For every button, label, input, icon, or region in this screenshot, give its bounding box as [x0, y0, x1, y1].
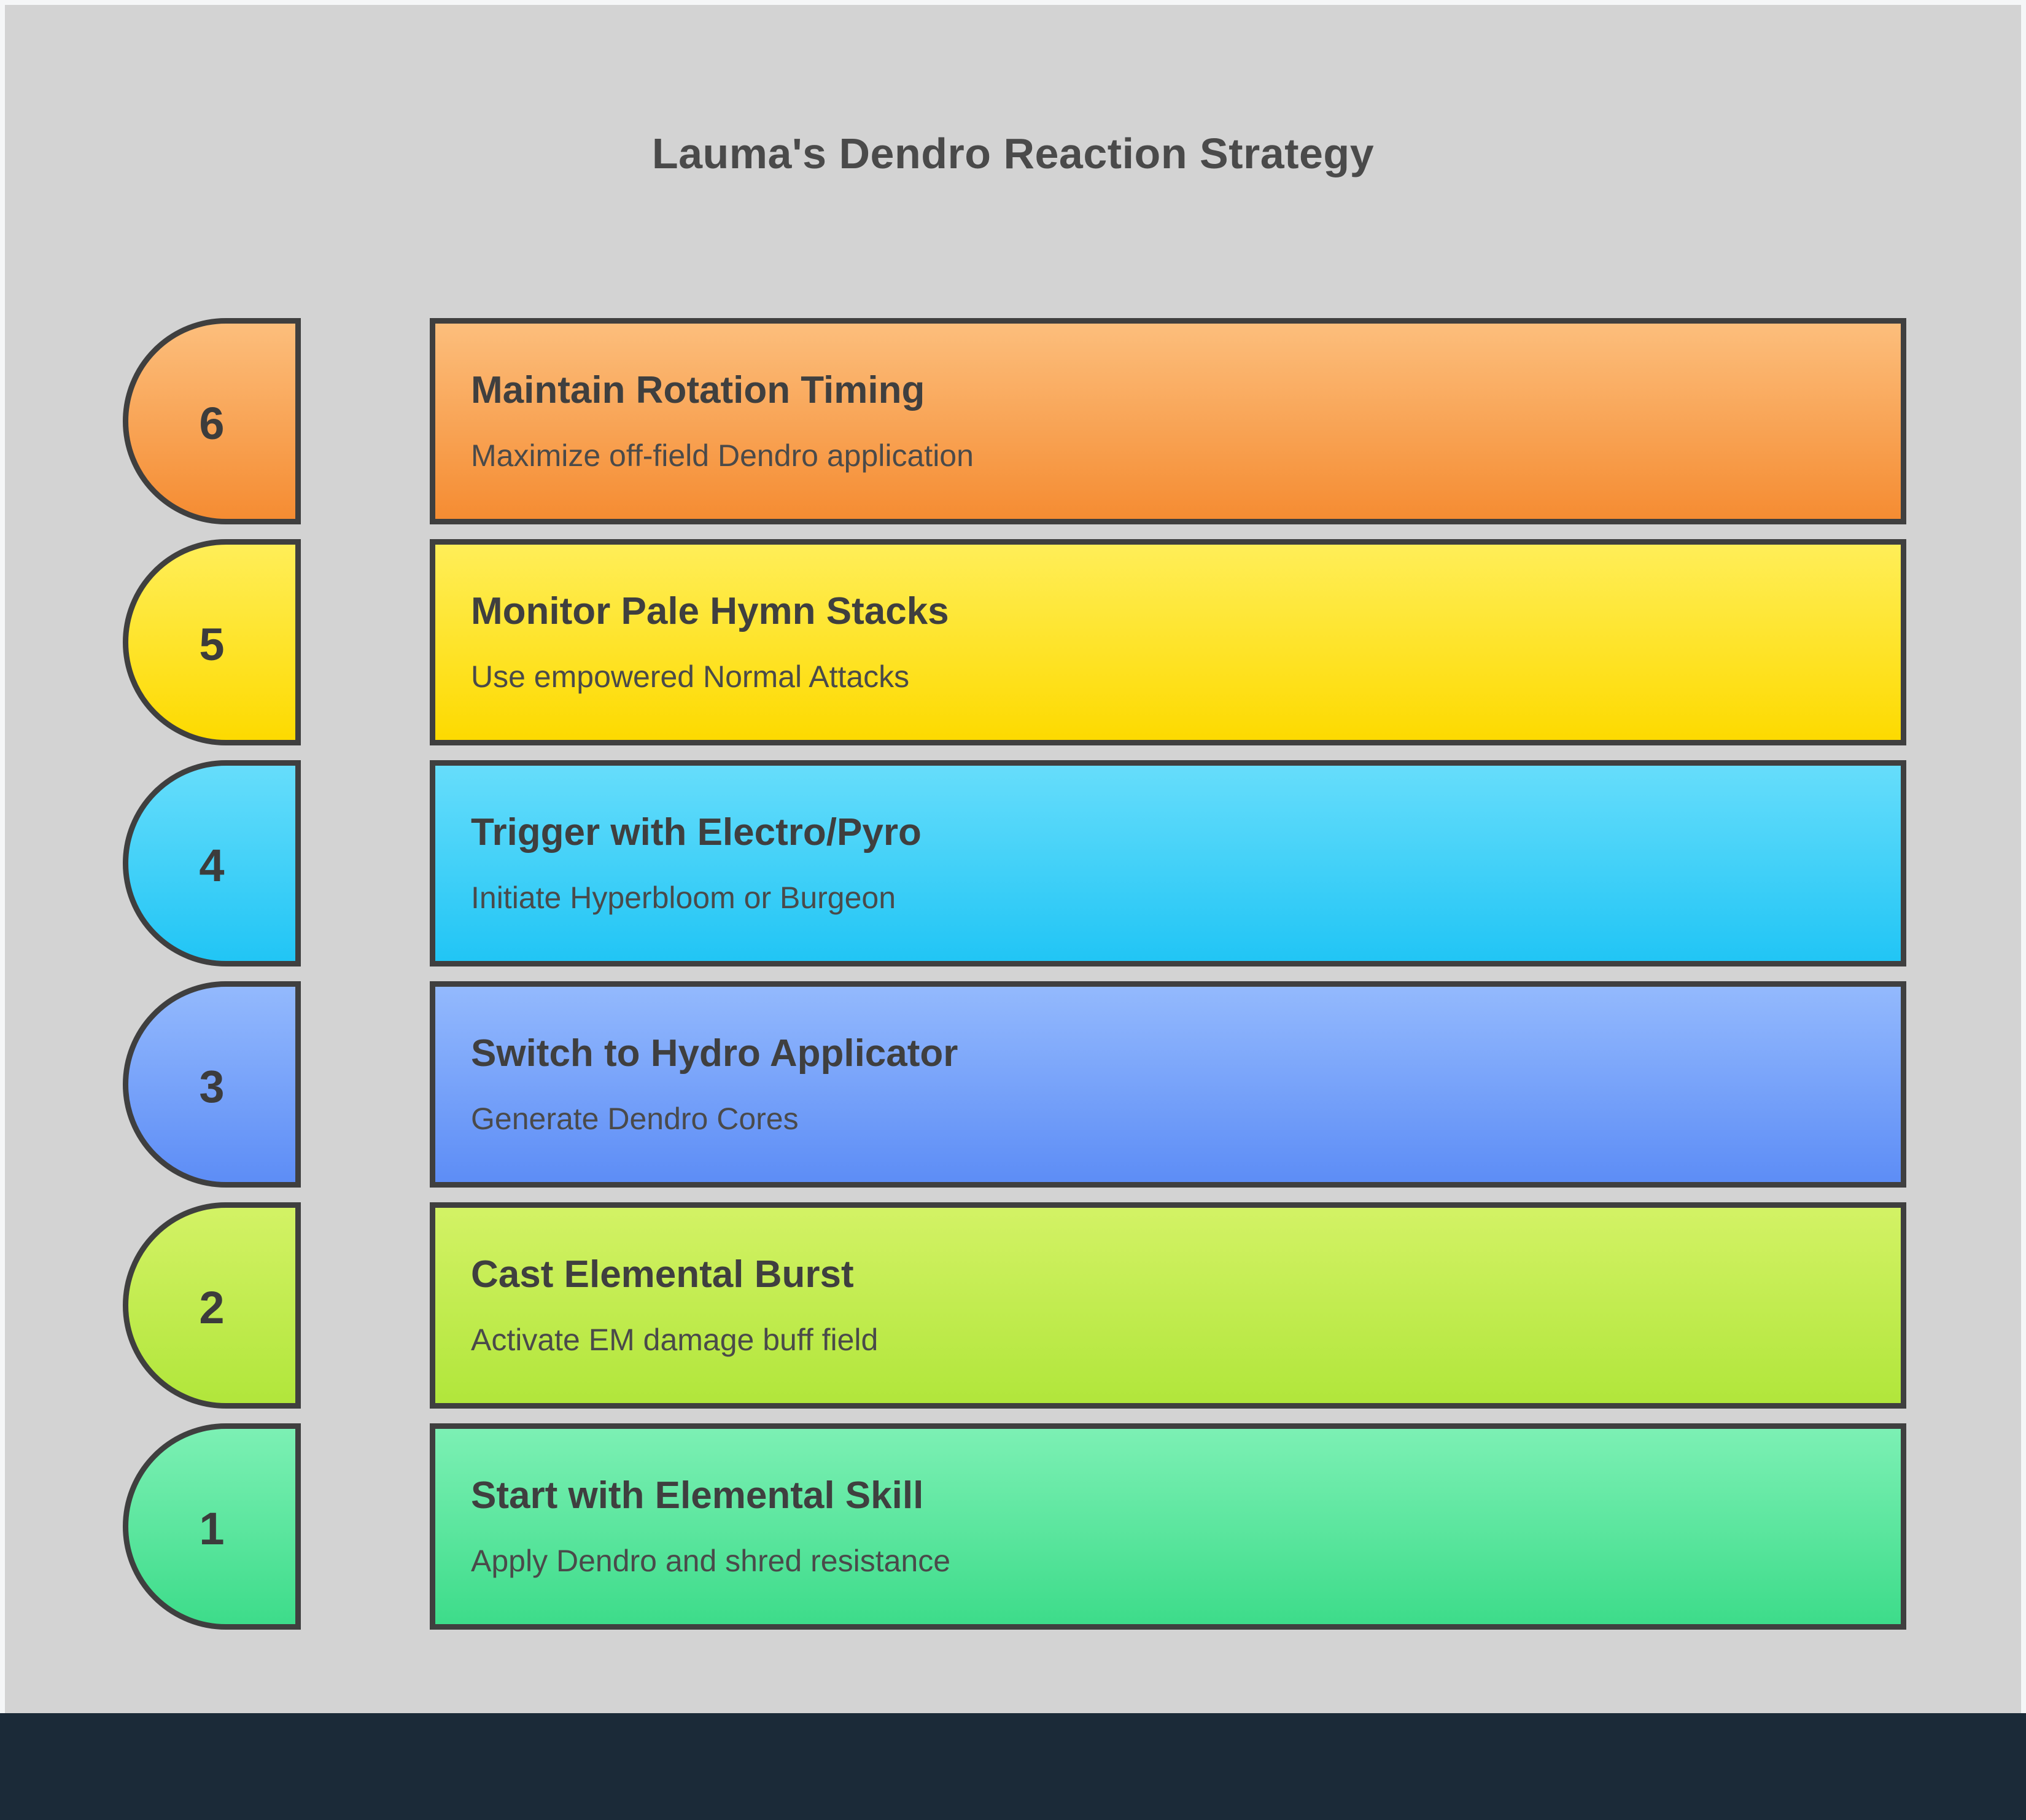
step-title: Trigger with Electro/Pyro — [471, 811, 922, 854]
step-number: 2 — [199, 1282, 225, 1333]
page-title: Lauma's Dendro Reaction Strategy — [651, 130, 1375, 177]
step-number: 6 — [199, 398, 225, 449]
diagram-panel: Lauma's Dendro Reaction Strategy 6 Mainta… — [5, 5, 2021, 1713]
step-number: 5 — [199, 619, 225, 670]
step-subtitle: Use empowered Normal Attacks — [471, 659, 910, 694]
step-number-badge[interactable]: 1 — [123, 1423, 301, 1630]
step-subtitle: Generate Dendro Cores — [471, 1102, 799, 1137]
step-number-badge[interactable]: 4 — [123, 760, 301, 966]
step-number-badge[interactable]: 5 — [123, 539, 301, 745]
step-number: 4 — [199, 840, 225, 891]
step-title: Start with Elemental Skill — [471, 1474, 924, 1517]
step-number-badge[interactable]: 6 — [123, 318, 301, 524]
step-title: Cast Elemental Burst — [471, 1253, 854, 1296]
step-subtitle: Initiate Hyperbloom or Burgeon — [471, 881, 896, 916]
step-number: 3 — [199, 1061, 225, 1112]
step-number-badge[interactable]: 3 — [123, 981, 301, 1188]
step-title: Monitor Pale Hymn Stacks — [471, 590, 949, 633]
step-number: 1 — [199, 1503, 225, 1554]
step-title: Maintain Rotation Timing — [471, 369, 925, 412]
step-subtitle: Apply Dendro and shred resistance — [471, 1544, 951, 1579]
footer-band — [0, 1713, 2026, 1820]
step-title: Switch to Hydro Applicator — [471, 1032, 958, 1075]
step-number-badge[interactable]: 2 — [123, 1202, 301, 1409]
step-subtitle: Maximize off-field Dendro application — [471, 438, 974, 473]
step-subtitle: Activate EM damage buff field — [471, 1323, 879, 1358]
